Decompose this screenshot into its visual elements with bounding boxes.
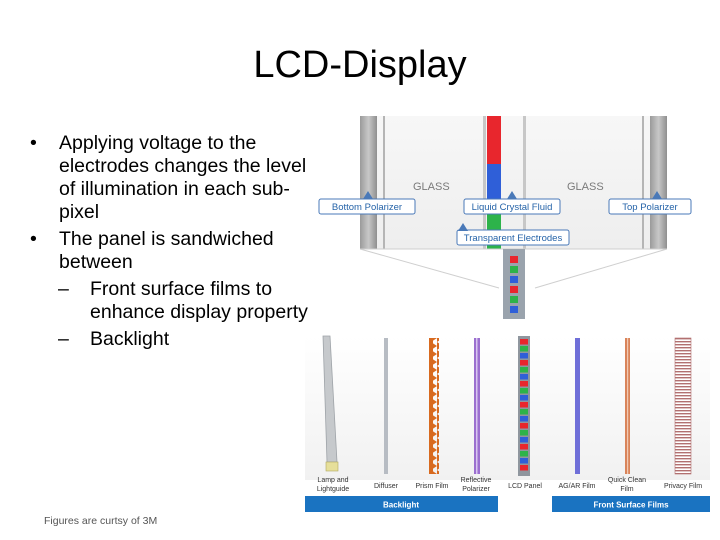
footnote: Figures are curtsy of 3M (44, 515, 158, 527)
lcd-sub-pixel (520, 360, 528, 366)
sub-bullet-item: – Backlight (28, 328, 318, 351)
lcd-sub-pixel (520, 346, 528, 352)
lcd-sub-pixel (520, 381, 528, 387)
lcd-sub-pixel (520, 416, 528, 422)
dash-bullet-icon: – (58, 328, 69, 350)
bullet-text: The panel is sandwiched between (59, 228, 274, 273)
prism-film-label: Prism Film (415, 483, 448, 490)
lcd-sub-pixel (520, 458, 528, 464)
liquid-crystal-callout: Liquid Crystal Fluid (463, 191, 561, 215)
lcd-sub-pixel (520, 395, 528, 401)
sub-bullet-text: Backlight (90, 328, 170, 350)
group-bars: Backlight Front Surface Films (305, 496, 710, 512)
glass-label-right: GLASS (567, 181, 604, 193)
sub-pixel-column (487, 116, 501, 249)
quick-clean-label-line1: Quick Clean (608, 477, 646, 484)
diffuser-label: Diffuser (374, 483, 399, 490)
transparent-electrodes-label: Transparent Electrodes (464, 233, 563, 244)
lcd-panel-layer (518, 336, 530, 476)
glass-label-left: GLASS (413, 181, 450, 193)
lcd-cross-section-figure: GLASS GLASS Bottom Polarizer Liquid Crys… (305, 116, 710, 512)
reflective-polarizer-layer (474, 338, 480, 474)
bullet-text: Applying voltage to the electrodes chang… (59, 132, 307, 223)
lcd-sub-pixel (520, 444, 528, 450)
bottom-polarizer-label: Bottom Polarizer (332, 202, 402, 213)
glass-line-left (383, 116, 385, 249)
diffuser-layer (384, 338, 388, 474)
bullet-list: • Applying voltage to the electrodes cha… (28, 132, 318, 351)
bullet-dot-icon: • (30, 132, 37, 154)
lcd-sub-pixel (520, 388, 528, 394)
bottom-polarizer-plate (360, 116, 377, 249)
electrode-line-left (483, 116, 486, 249)
lcd-sub-pixel (520, 465, 528, 471)
top-polarizer-plate (650, 116, 667, 249)
backlight-group-bar (305, 496, 498, 512)
lamp-label-line1: Lamp and (317, 477, 348, 484)
privacy-film-layer (674, 337, 692, 475)
lcd-sub-pixel (520, 423, 528, 429)
lcd-sub-pixel (520, 451, 528, 457)
layer-labels: Lamp and Lightguide Diffuser Prism Film … (317, 477, 702, 493)
sub-bullet-text: Front surface films to enhance display p… (90, 278, 308, 323)
electrode-line-right (523, 116, 526, 249)
quick-clean-label-line2: Film (620, 486, 633, 493)
lcd-panel-label: LCD Panel (508, 483, 542, 490)
privacy-film-label: Privacy Film (664, 483, 702, 490)
slide-title: LCD-Display (253, 44, 467, 86)
lcd-sub-pixel (520, 402, 528, 408)
quick-clean-film-layer (625, 338, 630, 474)
top-polarizer-label: Top Polarizer (622, 202, 677, 213)
lamp-lightguide-layer (322, 335, 339, 472)
transparent-electrodes-callout: Transparent Electrodes (456, 223, 570, 246)
bottom-polarizer-callout: Bottom Polarizer (318, 191, 416, 215)
bullet-item: • Applying voltage to the electrodes cha… (28, 132, 318, 224)
lamp-label-line2: Lightguide (317, 486, 349, 493)
sub-bullet-item: – Front surface films to enhance display… (28, 278, 318, 324)
lcd-sub-pixel (520, 437, 528, 443)
lcd-panel-detail: GLASS GLASS Bottom Polarizer Liquid Crys… (318, 116, 692, 249)
front-films-group-bar (552, 496, 710, 512)
panel-background (360, 116, 667, 249)
prism-film-layer (429, 338, 439, 474)
dash-bullet-icon: – (58, 278, 69, 300)
lcd-sub-pixel (520, 409, 528, 415)
layer-stack-background (305, 336, 710, 480)
lcd-sub-pixel (520, 430, 528, 436)
pixel-strip-upper (503, 249, 525, 319)
layer-stack: Lamp and Lightguide Diffuser Prism Film … (305, 335, 710, 512)
red-sub-pixel (487, 116, 501, 164)
bullet-dot-icon: • (30, 228, 37, 250)
top-polarizer-callout: Top Polarizer (608, 191, 692, 215)
glass-line-right (642, 116, 644, 249)
bullet-item: • The panel is sandwiched between (28, 228, 318, 274)
lcd-sub-pixel (520, 353, 528, 359)
front-films-group-label: Front Surface Films (593, 501, 669, 510)
ag-ar-film-label: AG/AR Film (559, 483, 596, 490)
lcd-sub-pixel (520, 339, 528, 345)
reflective-polarizer-label-line2: Polarizer (462, 486, 490, 493)
reflective-polarizer-label-line1: Reflective (461, 477, 492, 484)
backlight-group-label: Backlight (383, 501, 419, 510)
lcd-group-gap (498, 496, 552, 512)
liquid-crystal-label: Liquid Crystal Fluid (472, 202, 553, 213)
ag-ar-film-layer (575, 338, 580, 474)
lcd-sub-pixel (520, 367, 528, 373)
lcd-sub-pixel (520, 374, 528, 380)
